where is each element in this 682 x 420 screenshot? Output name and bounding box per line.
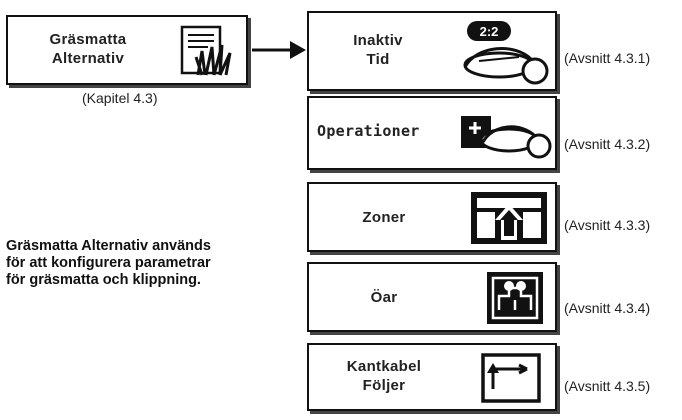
description-line: för gräsmatta och klippning. (6, 272, 201, 288)
option-label-line1: Zoner (362, 209, 406, 226)
zones-house-icon (471, 192, 547, 244)
mower-clock-icon: 2:2 (463, 21, 549, 85)
islands-icon (487, 272, 543, 324)
clock-badge: 2:2 (480, 24, 499, 39)
arrow-right-icon (252, 41, 306, 59)
option-label-line1: Öar (370, 289, 398, 306)
section-ref: (Avsnitt 4.3.4) (564, 300, 651, 316)
option-inactive-time[interactable]: Inaktiv Tid 2:2 (307, 11, 557, 91)
option-label-line2: Följer (362, 377, 406, 394)
lawn-options-box[interactable]: Gräsmatta Alternativ (6, 15, 248, 85)
mower-operations-icon (461, 116, 552, 159)
section-ref: (Avsnitt 4.3.1) (564, 50, 651, 66)
option-label: Öar (329, 288, 439, 307)
option-operations[interactable]: Operationer (307, 96, 557, 170)
section-ref: (Avsnitt 4.3.2) (564, 136, 651, 152)
edge-wire-icon (481, 353, 541, 403)
chapter-ref: (Kapitel 4.3) (82, 90, 158, 106)
description-line: Gräsmatta Alternativ används (6, 238, 211, 254)
description-line: för att konfigurera parametrar (6, 255, 211, 271)
section-ref: (Avsnitt 4.3.5) (564, 378, 651, 394)
section-ref: (Avsnitt 4.3.3) (564, 217, 651, 233)
description-text: Gräsmatta Alternativ används för att kon… (6, 238, 286, 289)
option-label-line1: Inaktiv (353, 32, 403, 49)
option-label: Kantkabel Följer (325, 357, 443, 395)
option-label-line1: Operationer (317, 122, 420, 140)
grass-document-icon (180, 25, 232, 76)
option-edge-wire[interactable]: Kantkabel Följer (307, 343, 557, 411)
option-islands[interactable]: Öar (307, 262, 557, 332)
option-label: Operationer (317, 122, 459, 141)
option-label: Zoner (329, 208, 439, 227)
lawn-options-line2: Alternativ (51, 50, 125, 67)
option-label-line1: Kantkabel (346, 358, 422, 375)
option-label-line2: Tid (366, 51, 390, 68)
option-label: Inaktiv Tid (319, 31, 437, 69)
lawn-options-label: Gräsmatta Alternativ (18, 30, 158, 68)
option-zones[interactable]: Zoner (307, 182, 557, 252)
lawn-options-line1: Gräsmatta (49, 31, 127, 48)
